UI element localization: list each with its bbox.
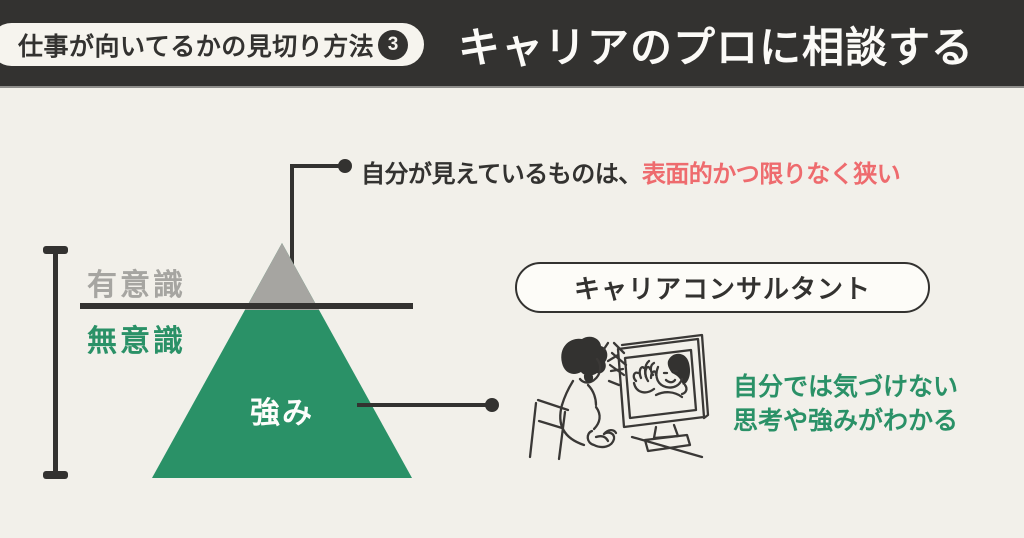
video-call-illustration (528, 333, 710, 461)
monitor-icon (608, 333, 710, 453)
page-title: キャリアのプロに相談する (458, 23, 975, 71)
bracket-line (53, 249, 58, 477)
unconscious-label: 無意識 (87, 325, 186, 358)
pyramid-green-body (152, 243, 412, 478)
person-figure (559, 336, 625, 449)
consultant-pill: キャリアコンサルタント (515, 262, 930, 313)
annotation-text: 自分が見えているものは、表面的かつ限りなく狭い (361, 154, 901, 189)
strength-connector-dot (485, 398, 499, 412)
consultant-on-screen-figure (632, 353, 691, 399)
benefit-line2: 思考や強みがわかる (733, 407, 959, 435)
benefit-line1: 自分では気づけない (733, 373, 959, 401)
strength-connector-line (357, 403, 489, 407)
bracket-top-serif (43, 246, 68, 254)
bracket-bottom-serif (43, 471, 68, 479)
annotation-connector-horizontal (290, 164, 350, 168)
badge-number-circle: 3 (378, 29, 409, 60)
conscious-divider-line (80, 303, 413, 309)
header-badge: 仕事が向いてるかの見切り方法 3 (0, 23, 425, 66)
conscious-label: 有意識 (87, 269, 186, 302)
chair-icon (528, 398, 570, 461)
consultant-pill-label: キャリアコンサルタント (573, 274, 871, 304)
benefit-text: 自分では気づけない 思考や強みがわかる (733, 370, 958, 438)
annotation-highlight: 表面的かつ限りなく狭い (641, 161, 901, 188)
header-badge-label: 仕事が向いてるかの見切り方法 (18, 32, 375, 61)
annotation-connector-dot (338, 159, 352, 173)
annotation-prefix: 自分が見えているものは、 (361, 161, 642, 188)
header-bar: 仕事が向いてるかの見切り方法 3 キャリアのプロに相談する (0, 0, 1024, 88)
annotation-connector-vertical (290, 164, 294, 277)
desk-line (630, 435, 704, 459)
pyramid-diagram (152, 243, 412, 478)
pyramid-gray-tip (245, 243, 319, 310)
strength-label: 強み (250, 397, 314, 430)
